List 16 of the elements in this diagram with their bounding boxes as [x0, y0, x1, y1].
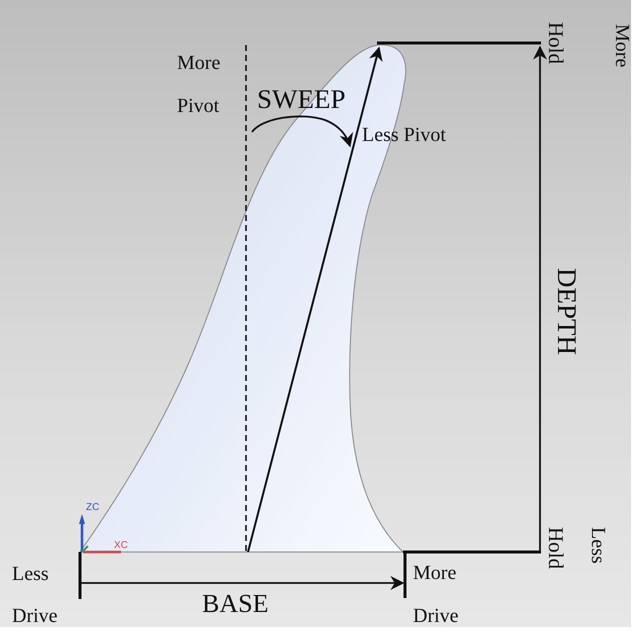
dimension-label: DEPTH	[551, 268, 582, 355]
annotation-text: Hold	[544, 527, 568, 569]
annotation-text: Pivot	[177, 95, 220, 118]
annotation-text: More	[177, 52, 220, 75]
annotation-text: SWEEP	[257, 84, 346, 116]
annotation-text: More	[610, 24, 633, 68]
annotation-text: Hold	[544, 22, 568, 64]
annotation-text: Drive	[12, 605, 58, 628]
axis-label: ZC	[86, 502, 100, 513]
annotation-text: Less Pivot	[362, 124, 446, 147]
annotation-text: Less	[586, 527, 609, 564]
annotation-text: Less	[12, 563, 49, 586]
dimension-label: BASE	[202, 589, 268, 619]
axis-label: XC	[114, 540, 128, 551]
annotation-text: More	[413, 562, 456, 585]
annotation-text: Drive	[413, 605, 459, 628]
